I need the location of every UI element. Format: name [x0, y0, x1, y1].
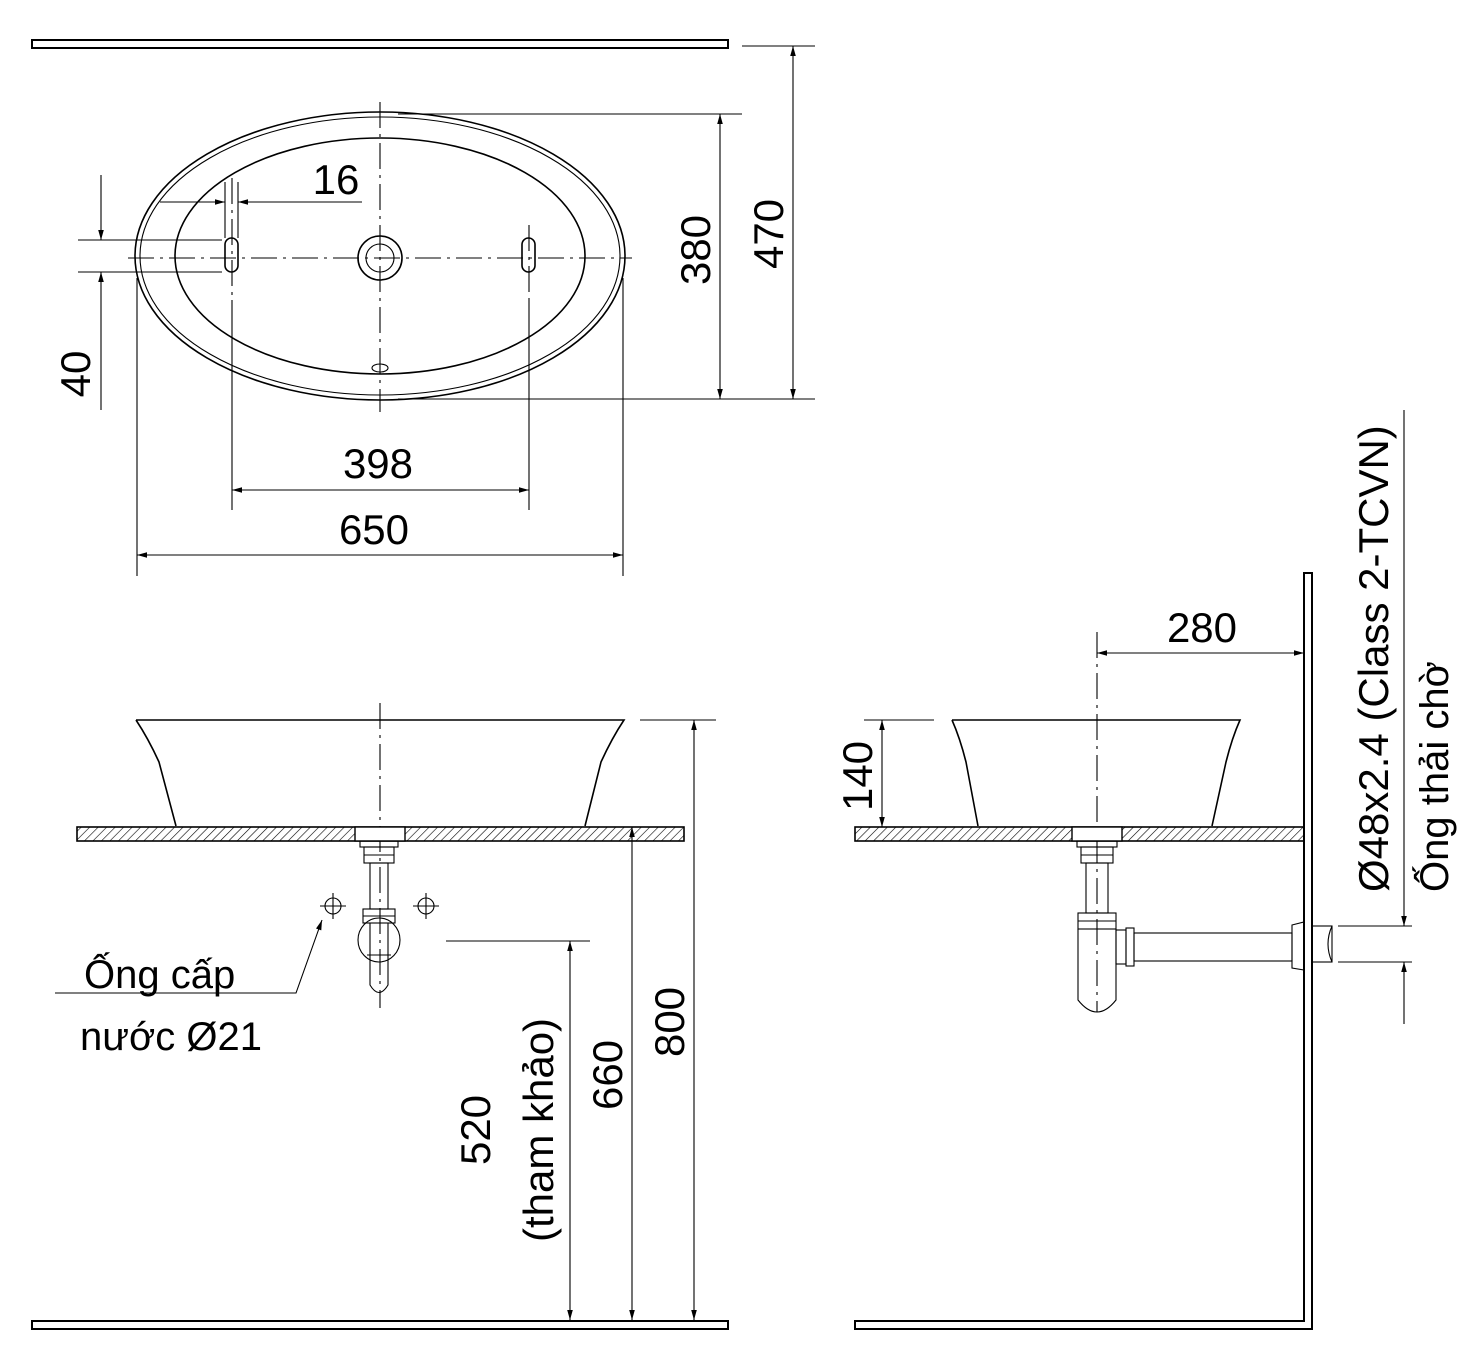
front-view: Ống cấp nước Ø21 520 (tham khảo) 660 800 [31, 703, 729, 1330]
dim-hole-size: 40 [52, 351, 99, 398]
dim-inner-length: 380 [672, 215, 719, 285]
tap-hole-left [224, 237, 239, 273]
drain-pipe-label: Ống thải chờ [1411, 661, 1457, 892]
dim-reference-height: 520 [452, 1095, 499, 1165]
dim-counter-height: 660 [584, 1040, 631, 1110]
dim-width: 650 [339, 506, 409, 553]
side-view: 280 140 Ø48x2.4 (Class 2-TCVN) Ống thải … [834, 410, 1457, 1330]
supply-pipe-label-1: Ống cấp [84, 951, 235, 997]
dim-wall-offset: 280 [1167, 604, 1237, 651]
overflow-hole [371, 363, 389, 373]
dim-basin-height: 140 [834, 741, 881, 811]
drain-hole [357, 235, 403, 281]
side-basin-profile [951, 719, 1242, 827]
dim-outer-length: 470 [745, 199, 792, 269]
dim-reference-note: (tham khảo) [515, 1018, 562, 1242]
supply-points [320, 893, 439, 919]
top-shelf [31, 39, 729, 49]
dim-hole-offset: 16 [313, 156, 360, 203]
drain-trap [354, 826, 406, 994]
dim-tap-spacing: 398 [343, 440, 413, 487]
dim-total-height: 800 [646, 987, 693, 1057]
front-floor [31, 1320, 729, 1330]
tap-hole-right [521, 237, 536, 273]
drain-spec: Ø48x2.4 (Class 2-TCVN) [1350, 425, 1397, 892]
wall [854, 572, 1313, 1330]
basin-profile [135, 719, 626, 827]
top-view: 16 40 380 470 398 650 [31, 39, 815, 576]
side-drain-trap [1071, 826, 1333, 1013]
supply-pipe-label-2: nước Ø21 [80, 1015, 262, 1059]
